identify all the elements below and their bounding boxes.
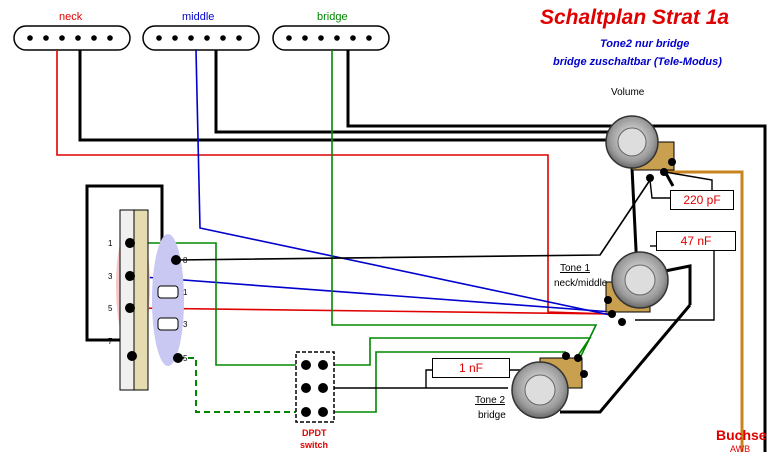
switch-terminal-r3: 3 [183,320,188,329]
capacitor-220pf: 220 pF [670,190,734,210]
jack-sublabel: AWB [730,444,751,454]
switch-terminal-3: 3 [108,272,113,281]
volume-pot [605,115,676,182]
ground-wires [78,50,767,452]
middle-wire [195,49,616,317]
diagram-title: Schaltplan Strat 1a [540,6,730,29]
switch-terminal-1: 1 [108,239,113,248]
switch-terminal-7: 7 [108,337,113,346]
capacitor-1nf: 1 nF [432,358,510,378]
switch-terminal-5: 5 [108,304,113,313]
tone2-pot [511,352,588,419]
middle-pickup [142,25,260,51]
jack-label: Buchse [716,427,767,443]
dpdt-green-link [325,351,566,413]
neck-wire-to-switch [129,307,613,315]
neck-wire [56,50,613,315]
tone2-label: Tone 2 [475,395,506,406]
switch-terminal-r1: 1 [183,288,188,297]
tone2-sublabel: bridge [478,410,506,421]
dpdt-label-2: switch [300,440,329,450]
dpdt-switch [295,351,335,423]
middle-label: middle [182,11,215,23]
bridge-pickup [272,25,390,51]
output-wire [664,170,744,452]
tone1-label: Tone 1 [560,263,591,274]
switch-terminal-r5: 5 [183,354,188,363]
switch-terminal-8: 8 [183,256,188,265]
tone1-pot [604,251,669,326]
capacitor-47nf: 47 nF [656,231,736,251]
subtitle-tone2: Tone2 nur bridge [600,38,690,50]
bridge-wire-dpdt-tone2 [325,337,592,366]
bridge-label: bridge [317,11,348,23]
dpdt-label-1: DPDT [302,428,327,438]
tone1-sublabel: neck/middle [554,278,608,289]
middle-wire-to-switch [129,275,613,313]
bridge-dashed-wire [178,357,305,413]
five-way-switch [116,209,184,391]
volume-label: Volume [611,87,645,98]
neck-label: neck [59,11,83,23]
subtitle-bridge: bridge zuschaltbar (Tele-Modus) [553,56,722,68]
neck-pickup [13,25,131,51]
